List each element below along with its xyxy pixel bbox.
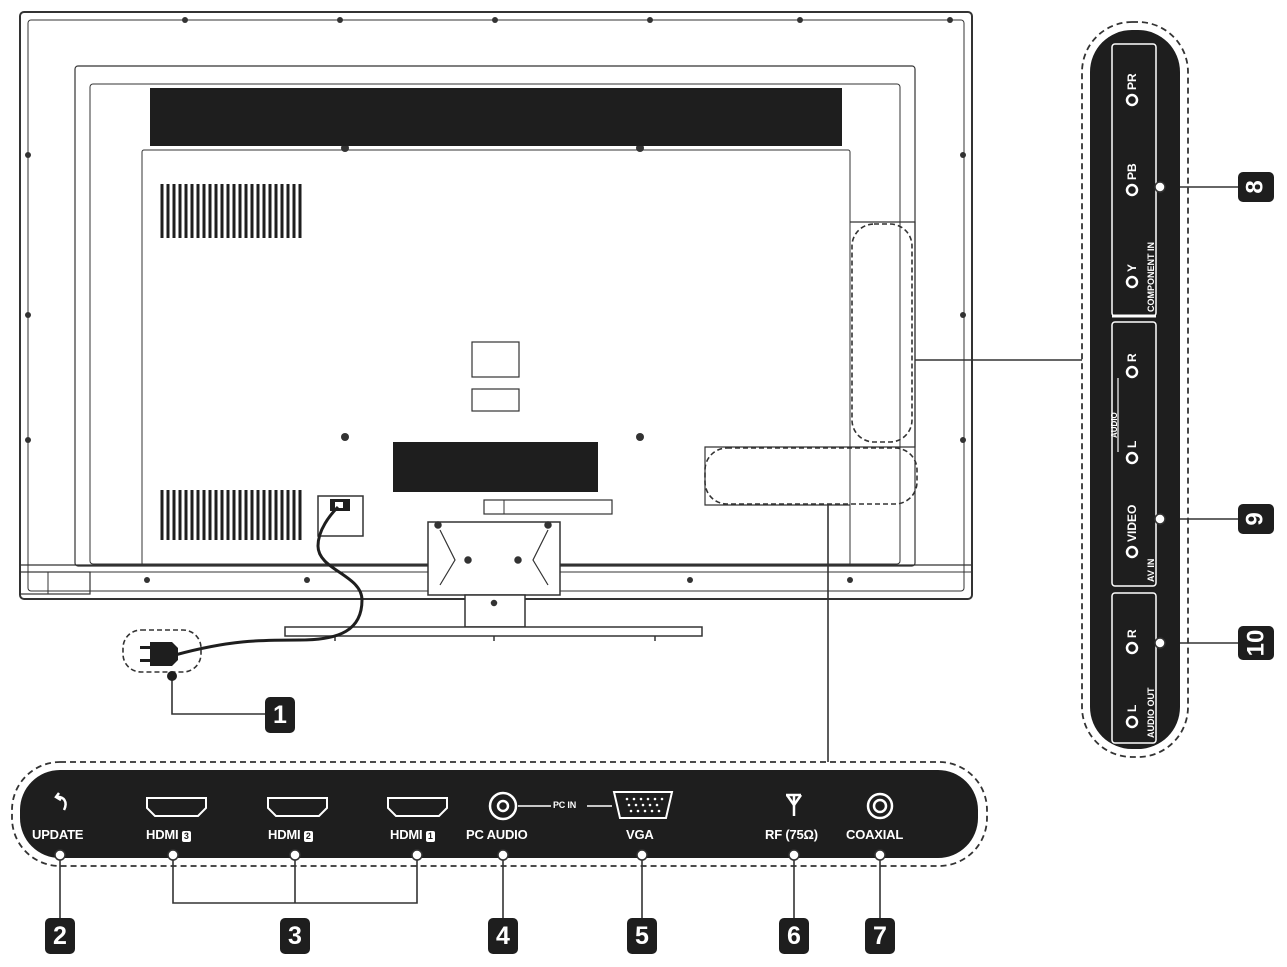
hdmi2-label: HDMI 2 [268, 827, 313, 842]
vga-port-icon [612, 791, 674, 819]
side-jack-icons [1125, 93, 1139, 729]
audio-r-label: R [1125, 353, 1139, 362]
bottom-panel-dashed [11, 761, 988, 867]
component-y-label: Y [1125, 263, 1139, 272]
hdmi1-number: 1 [425, 831, 435, 842]
rf-label: RF (75Ω) [765, 827, 818, 842]
side-port-dots [1154, 181, 1166, 649]
video-label: VIDEO [1125, 504, 1139, 542]
center-label-bar [393, 442, 598, 492]
callout-8-text: 8 [1241, 180, 1269, 194]
callout-7: 7 [865, 918, 895, 954]
callout-10: 10 [1238, 626, 1274, 660]
audio-out-r-label: R [1125, 629, 1139, 638]
power-plug-dashed-box [122, 629, 202, 673]
upper-vent-grille [160, 184, 302, 238]
audio-label: AUDIO [1110, 412, 1119, 438]
callout-5: 5 [627, 918, 657, 954]
callout-9: 9 [1238, 504, 1274, 534]
power-plug [140, 642, 178, 666]
callout-4: 4 [488, 918, 518, 954]
side-connector-panel [1090, 30, 1180, 749]
lower-vent-grille [160, 490, 302, 540]
power-inlet [317, 495, 364, 537]
component-pr-label: PR [1125, 73, 1139, 90]
audio-label-text: AUDIO [1110, 412, 1119, 438]
hdmi3-number: 3 [181, 831, 191, 842]
audio-out-l-label: L [1125, 704, 1139, 712]
hdmi2-number: 2 [303, 831, 313, 842]
bottom-port-dots [54, 849, 886, 861]
pc-audio-jack-icon [488, 791, 518, 821]
hdmi3-text: HDMI [146, 827, 179, 842]
component-pb-label: PB [1125, 163, 1139, 180]
update-arrow-icon [54, 792, 67, 811]
coaxial-jack-icon [866, 792, 894, 820]
callout-8: 8 [1238, 172, 1274, 202]
callout-1-dot [167, 671, 177, 681]
pc-audio-label: PC AUDIO [466, 827, 528, 842]
vga-label: VGA [626, 827, 654, 842]
tv-connector-areas [704, 221, 918, 506]
rf-antenna-icon [785, 793, 803, 816]
callout-2: 2 [45, 918, 75, 954]
pc-in-label: PC IN [553, 800, 577, 810]
component-in-label: COMPONENT IN [1146, 241, 1156, 312]
bottom-connector-panel [20, 770, 978, 858]
hdmi3-label: HDMI 3 [146, 827, 191, 842]
top-label-bar [150, 88, 842, 146]
hdmi-port-icons [146, 797, 448, 817]
audio-out-label: AUDIO OUT [1146, 687, 1156, 739]
av-in-label: AV IN [1146, 558, 1156, 582]
hdmi2-text: HDMI [268, 827, 301, 842]
hdmi1-label: HDMI 1 [390, 827, 435, 842]
audio-l-label: L [1125, 440, 1139, 448]
update-label: UPDATE [32, 827, 84, 842]
callout-9-text: 9 [1241, 512, 1269, 526]
center-labels [471, 341, 613, 515]
power-cord [174, 505, 364, 657]
callout-1: 1 [265, 697, 295, 733]
callout-6: 6 [779, 918, 809, 954]
side-panel-dashed [1081, 21, 1189, 758]
callout-3: 3 [280, 918, 310, 954]
coaxial-label: COAXIAL [846, 827, 904, 842]
callout-10-text: 10 [1241, 629, 1269, 657]
chassis-screws [25, 17, 966, 583]
leader-lines [59, 186, 1238, 918]
hdmi1-text: HDMI [390, 827, 423, 842]
